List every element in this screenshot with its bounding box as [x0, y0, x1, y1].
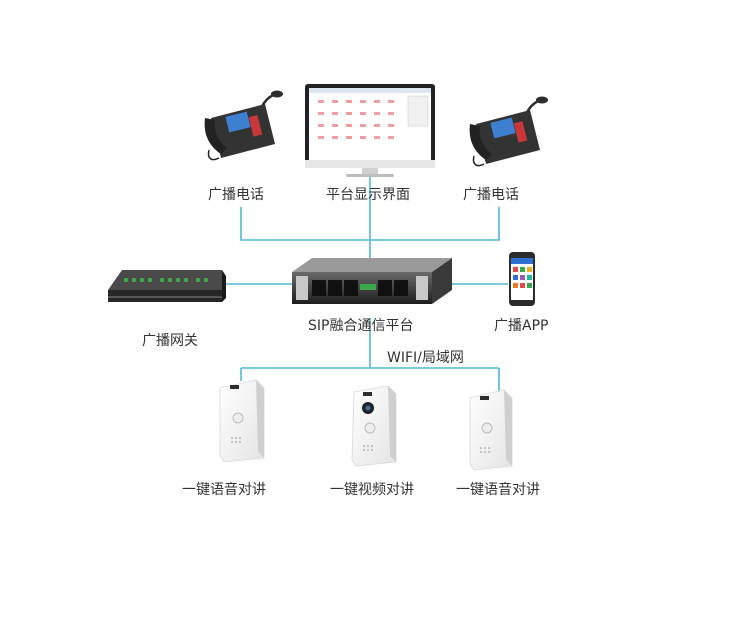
desk-phone-icon — [204, 90, 283, 161]
app-label: 广播APP — [494, 318, 549, 334]
network-label: WIFI/局域网 — [387, 350, 464, 366]
intercom-left-label: 一键语音对讲 — [182, 482, 266, 498]
server-label: SIP融合通信平台 — [308, 318, 414, 334]
rack-server-icon — [292, 258, 452, 304]
intercom-icon — [219, 379, 265, 463]
monitor-icon — [305, 84, 435, 177]
connector-lines — [226, 172, 508, 392]
phone-left-label: 广播电话 — [208, 187, 264, 203]
monitor-label: 平台显示界面 — [326, 187, 410, 203]
video-intercom-icon — [351, 385, 397, 467]
gateway-label: 广播网关 — [142, 333, 198, 349]
intercom-right-label: 一键语音对讲 — [456, 482, 540, 498]
desk-phone-icon — [469, 96, 548, 167]
gateway-box-icon — [108, 270, 226, 302]
intercom-icon — [469, 389, 513, 471]
intercom-center-label: 一键视频对讲 — [330, 482, 414, 498]
phone-right-label: 广播电话 — [463, 187, 519, 203]
smartphone-icon — [509, 252, 535, 306]
